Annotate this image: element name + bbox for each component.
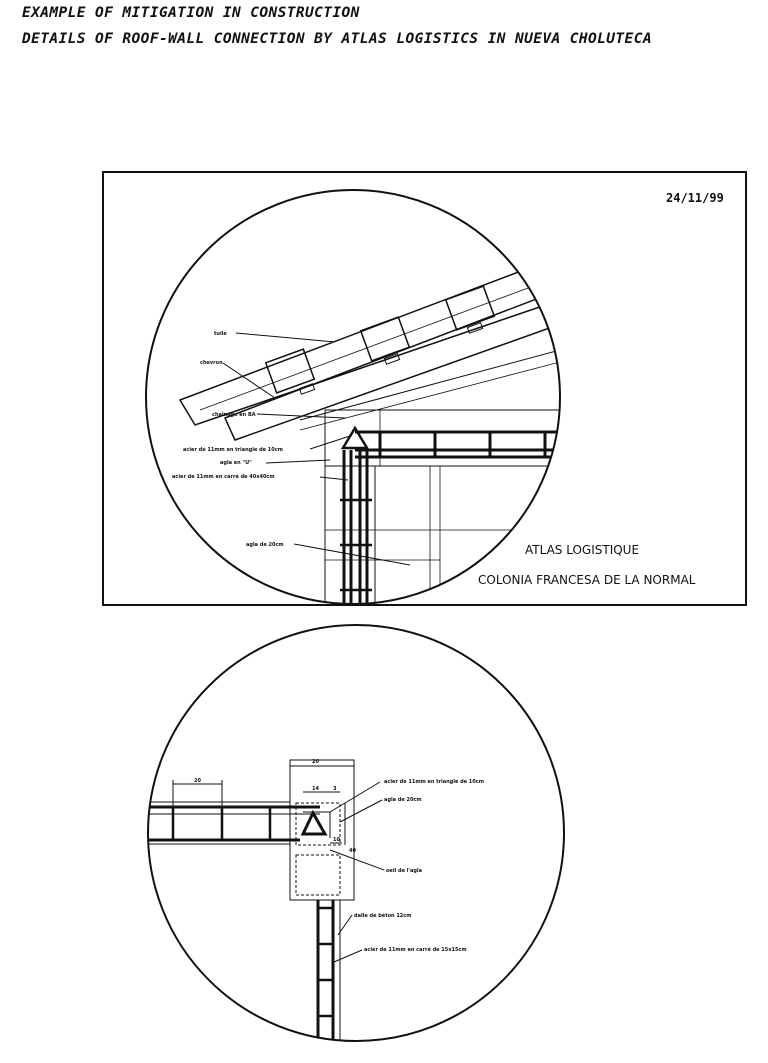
dim-20-left: 20 [194,778,201,784]
company-title: ATLAS LOGISTIQUE [525,543,639,557]
label-agla-20: agla de 20cm [246,542,284,548]
dim-40: 40 [349,848,356,854]
label-chainage: chaînage en BA [212,411,256,418]
bottom-detail-circle-outline [147,624,565,1042]
company-subtitle: COLONIA FRANCESA DE LA NORMAL [478,573,696,587]
dim-10: 10 [333,837,340,843]
label-bottom-acier-triangle: acier de 11mm en triangle de 10cm [384,779,484,785]
label-agla-u: agla en "U" [220,460,252,466]
label-bottom-acier-carre: acier de 11mm en carré de 15x15cm [364,946,467,953]
label-acier-carre: acier de 11mm en carré de 40x40cm [172,473,275,480]
dim-14: 14 [312,786,319,792]
top-detail-frame [102,171,747,606]
label-bottom-dalle: dalle de béton 12cm [354,912,411,919]
bottom-dimension-lines [172,765,354,845]
dim-20-top: 20 [312,759,319,765]
dim-3: 3 [333,786,337,792]
label-bottom-agla-20: agla de 20cm [384,797,422,803]
label-bottom-oeil: oeil de l'agla [386,868,422,874]
page-heading-line1: EXAMPLE OF MITIGATION IN CONSTRUCTION [22,5,360,21]
top-leader-lines [222,332,411,566]
top-detail-circle-outline [145,189,561,605]
bottom-detail-circle [148,759,355,1041]
label-chevron: chevron [200,360,223,366]
label-acier-triangle: acier de 11mm en triangle de 10cm [183,447,283,453]
bottom-leader-lines [329,781,385,963]
top-detail-circle [178,261,560,604]
label-tuile: tuile [214,331,227,337]
drawing-date: 24/11/99 [666,191,724,205]
page-heading-line2: DETAILS OF ROOF-WALL CONNECTION BY ATLAS… [22,31,652,47]
